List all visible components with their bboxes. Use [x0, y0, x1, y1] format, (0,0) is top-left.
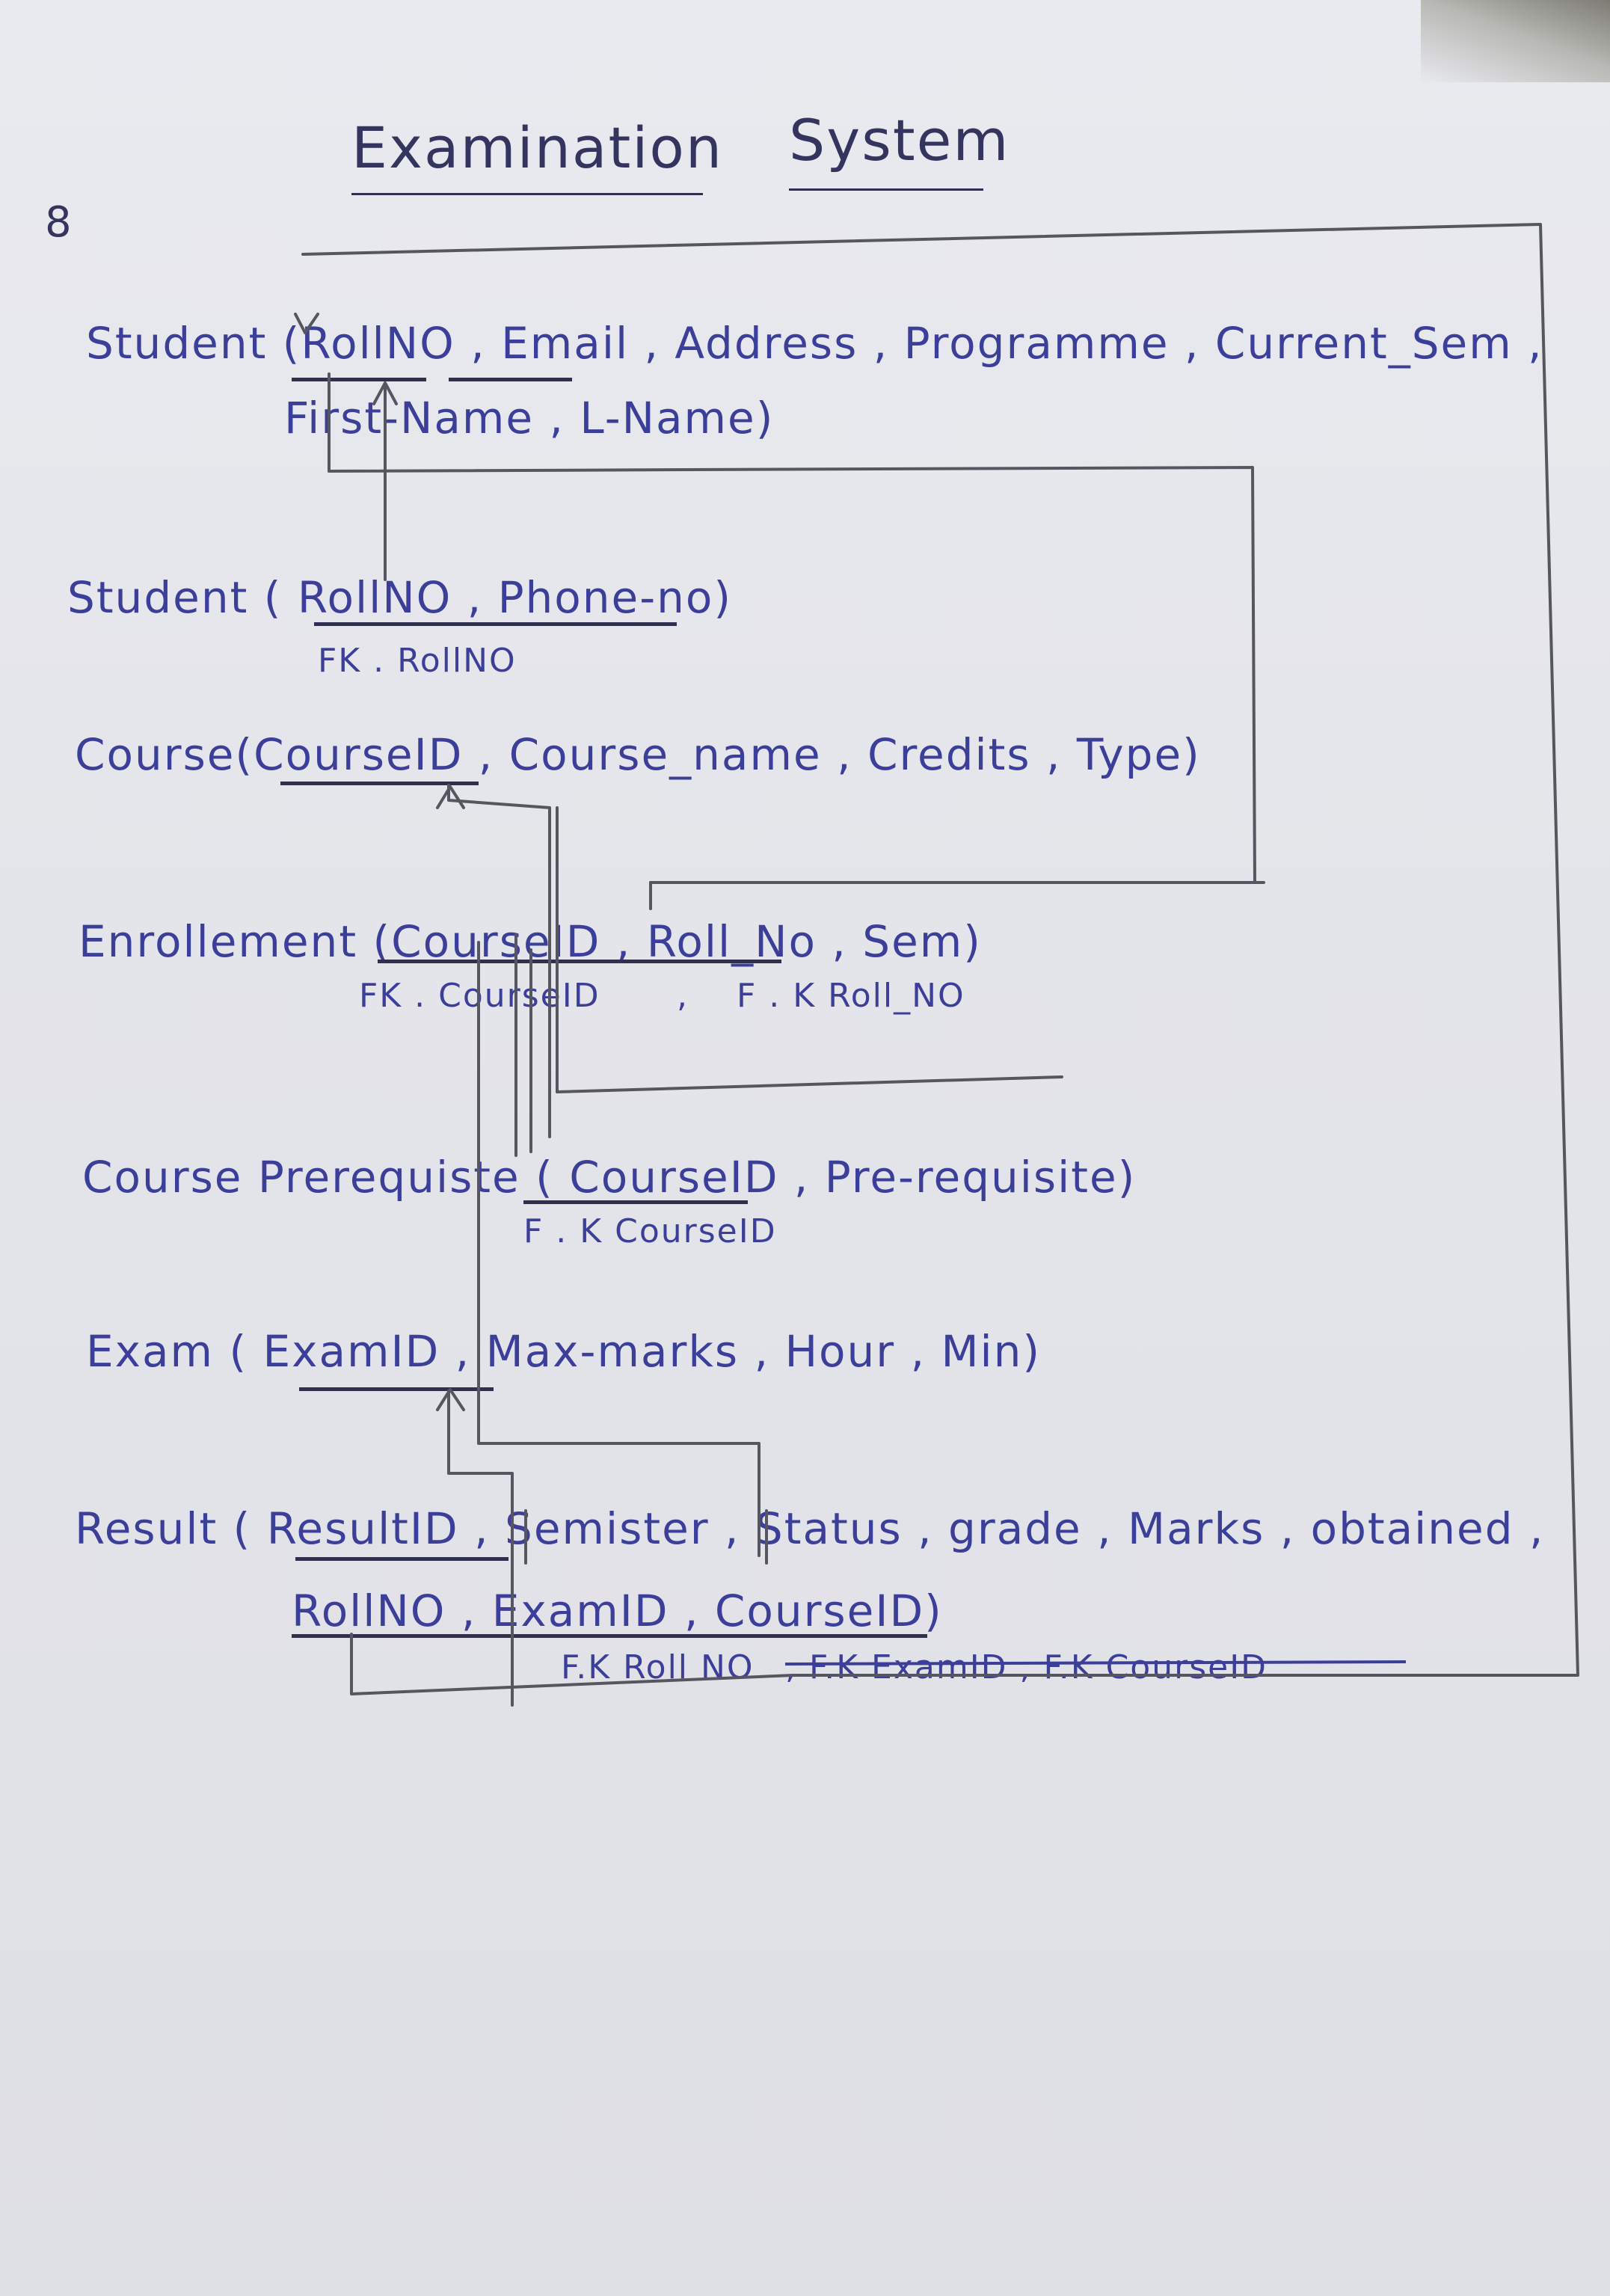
- title-underline-1: [351, 193, 703, 195]
- fk-result-exam-course: , F.K ExamID , F.K CourseID: [785, 1648, 1268, 1686]
- line-course-course-up: [447, 784, 551, 951]
- pk-underline-exam: [299, 1387, 494, 1391]
- pk-underline-student-email: [449, 378, 572, 381]
- pk-underline-result: [295, 1557, 508, 1561]
- relation-course-prerequiste: Course Prerequiste ( CourseID , Pre-requ…: [82, 1152, 1137, 1203]
- arrow-head-rollno: [294, 313, 319, 334]
- title-examination: Examination: [351, 114, 724, 181]
- question-number: 8: [45, 198, 73, 247]
- desk-background: [1421, 0, 1610, 82]
- line-student-to-phone: [328, 466, 1256, 884]
- underline-result-fks: [292, 1634, 927, 1638]
- arrow-head-phone: [372, 381, 398, 405]
- fk-prerequiste-course: F . K CourseID: [523, 1212, 777, 1250]
- pk-underline-enrollement: [378, 960, 781, 963]
- line-enrollement-box: [556, 1075, 1063, 1093]
- pk-underline-student-rollno: [292, 378, 426, 381]
- relation-course: Course(CourseID , Course_name , Credits …: [75, 729, 1201, 780]
- pk-underline-phone: [314, 622, 677, 626]
- pk-underline-prerequiste: [523, 1200, 748, 1204]
- fk-enrollement-roll: F . K Roll_NO: [737, 977, 965, 1015]
- title-underline-2: [789, 188, 983, 191]
- relation-student-line1: Student (RollNO , Email , Address , Prog…: [86, 318, 1543, 369]
- fk-student-phone: FK . RollNO: [318, 642, 517, 680]
- relation-enrollement: Enrollement (CourseID , Roll_No , Sem): [79, 916, 982, 967]
- line-courseid-to-result: [477, 941, 761, 1557]
- relation-result-line1: Result ( ResultID , Semister , Status , …: [75, 1503, 1545, 1554]
- line-exam-to-result: [447, 1390, 514, 1707]
- relation-student-line2: First-Name , L-Name): [284, 393, 775, 443]
- strike-result-fks: [784, 1660, 1407, 1666]
- relation-student-phone: Student ( RollNO , Phone-no): [67, 572, 733, 623]
- arrow-head-course: [436, 785, 465, 809]
- relation-result-line2: RollNO , ExamID , CourseID): [292, 1586, 943, 1636]
- pk-underline-course: [280, 782, 479, 785]
- title-system: System: [789, 107, 1010, 174]
- relation-exam: Exam ( ExamID , Max-marks , Hour , Min): [86, 1326, 1041, 1377]
- arrow-head-exam: [436, 1388, 465, 1411]
- fk-enrollement-separator: ,: [677, 977, 689, 1015]
- line-result-to-student-rollno: [301, 223, 1579, 1677]
- line-result-bottom: [350, 1633, 794, 1695]
